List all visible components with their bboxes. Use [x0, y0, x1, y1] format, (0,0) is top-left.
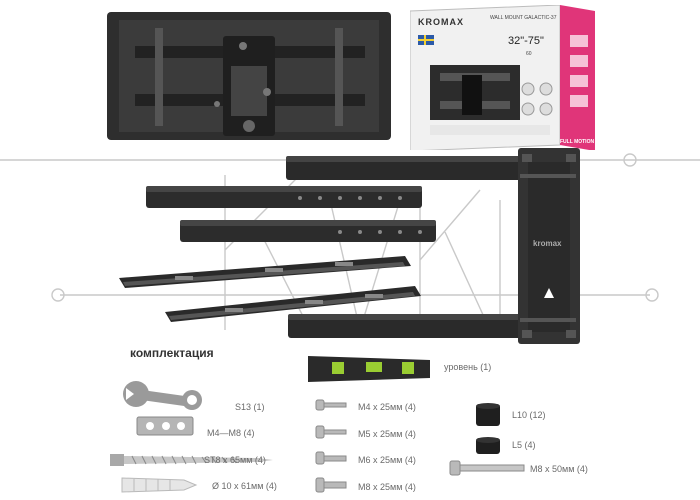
- box-model: WALL MOUNT GALACTIC-37: [490, 15, 557, 21]
- label-l10: L10 (12): [512, 410, 546, 420]
- washer-plate: [136, 416, 194, 436]
- label-m8-50: M8 x 50мм (4): [530, 464, 588, 474]
- box-weight: 60: [526, 51, 532, 57]
- anchor-icon: [121, 477, 198, 493]
- extension-arms: [146, 186, 436, 242]
- label-level: уровень (1): [444, 362, 492, 372]
- label-m8: M8 x 25мм (4): [358, 482, 416, 492]
- mount-brand-label: kromax: [533, 239, 562, 248]
- swing-arm-assembly: [286, 148, 580, 344]
- product-box: KROMAX WALL MOUNT GALACTIC-37 32"-75" 60…: [410, 5, 595, 150]
- label-m6: M6 x 25мм (4): [358, 455, 416, 465]
- tv-brackets: [119, 256, 421, 322]
- label-m4-m8: M4—M8 (4): [207, 428, 255, 438]
- wall-plate: [107, 12, 391, 140]
- long-bolt: [449, 460, 525, 476]
- label-l5: L5 (4): [512, 440, 536, 450]
- label-d10: Ø 10 x 61мм (4): [212, 481, 277, 491]
- bolt-set: [315, 399, 347, 493]
- label-st8: ST8 x 65мм (4): [204, 455, 266, 465]
- box-tag: FULL MOTION: [560, 139, 595, 145]
- label-m5: M5 x 25мм (4): [358, 429, 416, 439]
- spacer-icon: [476, 403, 500, 454]
- label-m4: M4 x 25мм (4): [358, 402, 416, 412]
- screw-icon: [110, 454, 273, 466]
- bubble-level-icon: [308, 356, 430, 382]
- kit-heading: комплектация: [130, 346, 214, 360]
- wrench-icon: [123, 381, 202, 410]
- label-s13: S13 (1): [235, 402, 265, 412]
- box-brand: KROMAX: [418, 17, 464, 27]
- box-size: 32"-75": [508, 35, 544, 47]
